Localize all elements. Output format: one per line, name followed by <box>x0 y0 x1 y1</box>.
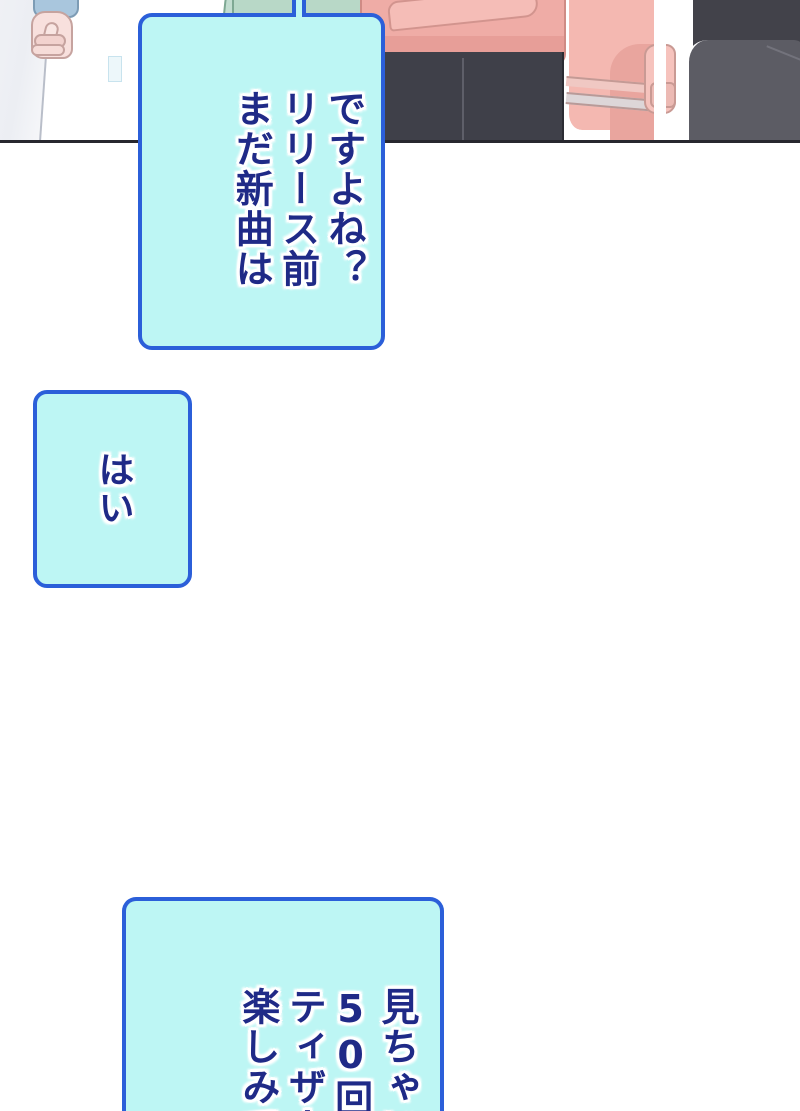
speech-bubble-1: まだ新曲は リリース前 ですよね？ <box>138 0 385 350</box>
speech-bubble-3-line-2: ティザー <box>282 987 327 1111</box>
speech-bubble-3-line-3: 50回以上 <box>328 987 373 1111</box>
speech-bubble-3: 楽しみで ティザー 50回以上 見ちゃい <box>122 897 444 1111</box>
figure-left-hand-fingers-lower <box>31 44 65 56</box>
top-artwork-panel <box>0 0 800 142</box>
speech-bubble-1-tail-cap <box>292 17 306 35</box>
speech-bubble-1-line-3: ですよね？ <box>322 89 366 289</box>
speech-bubble-3-line-4: 見ちゃい <box>375 987 419 1111</box>
background-pane <box>108 56 122 82</box>
speech-bubble-1-line-1: まだ新曲は <box>229 89 274 289</box>
speech-bubble-1-line-2: リリース前 <box>275 89 320 289</box>
speech-bubble-3-line-1: 楽しみで <box>235 987 280 1111</box>
figure-gap-highlight <box>654 0 666 142</box>
panel-divider-line <box>0 140 800 143</box>
speech-bubble-2-line-1: はい <box>92 451 134 527</box>
speech-bubble-2: はい <box>33 390 192 588</box>
figure-dark-pants <box>378 52 564 142</box>
figure-dark-pants-crease <box>462 58 464 142</box>
figure-gray-pants <box>686 40 800 142</box>
